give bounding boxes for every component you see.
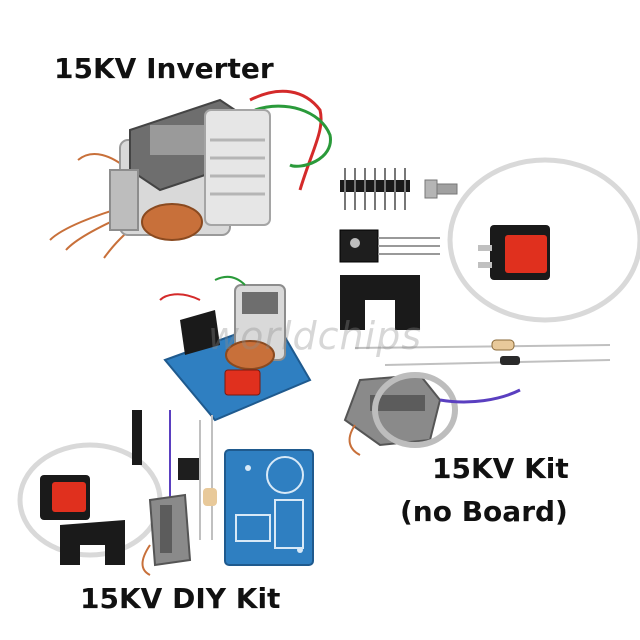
kit-parts-no-board (339, 157, 640, 456)
watermark: worldchips (208, 314, 423, 358)
diy-kit-label: 15KV DIY Kit (80, 582, 281, 615)
inverter-transformer (49, 89, 332, 259)
kit-label-line1: 15KV Kit (432, 452, 569, 485)
kit-label-line2: (no Board) (400, 495, 568, 528)
assembled-module (159, 275, 312, 422)
inverter-label: 15KV Inverter (54, 52, 274, 85)
diy-kit-parts (17, 410, 314, 576)
